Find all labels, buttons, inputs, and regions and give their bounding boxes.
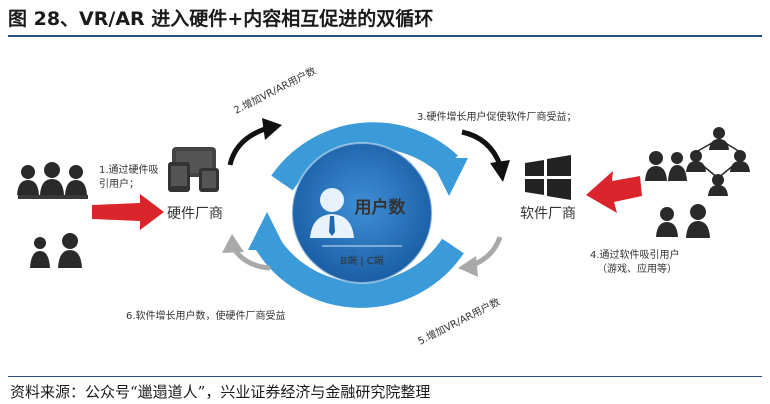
step-1-line-2: 引用户； xyxy=(99,177,139,190)
hardware-label: 硬件厂商 xyxy=(167,206,223,222)
center-users-circle xyxy=(291,142,433,284)
black-arrowhead-top-left xyxy=(262,118,282,140)
step-3-label: 3.硬件增长用户促使软件厂商受益； xyxy=(417,110,577,123)
grey-arrowhead-bottom-left xyxy=(222,234,244,253)
step-5-label: 5.增加VR/AR用户数 xyxy=(415,295,502,348)
source-note: 资料来源：公众号“邋遢道人”，兴业证券经济与金融研究院整理 xyxy=(10,383,431,401)
black-arrow-top-left xyxy=(227,125,269,166)
user-icon xyxy=(310,188,354,238)
source-divider xyxy=(8,376,762,377)
software-label: 软件厂商 xyxy=(520,206,576,222)
ring-arrowhead-right xyxy=(430,158,468,196)
center-sub-label: B端 | C端 xyxy=(340,254,384,267)
black-arrow-top-right xyxy=(461,129,503,166)
title-divider xyxy=(8,35,762,37)
ring-arrowhead-left xyxy=(248,212,286,250)
red-arrow-right xyxy=(586,171,642,213)
step-4-line-1: 4.通过软件吸引用户 xyxy=(590,248,680,261)
step-6-label: 6.软件增长用户数，使硬件厂商受益 xyxy=(126,309,286,322)
cycle-ring xyxy=(248,122,468,308)
black-arrowhead-top-right xyxy=(490,160,510,182)
windows-logo-icon xyxy=(525,155,571,200)
step-2-label: 2.增加VR/AR用户数 xyxy=(231,64,318,117)
step-4-line-2: （游戏、应用等） xyxy=(597,262,677,275)
center-label: 用户数 xyxy=(355,197,407,218)
figure-title: 图 28、VR/AR 进入硬件+内容相互促进的双循环 xyxy=(8,8,434,30)
grey-arrowhead-bottom-right xyxy=(458,256,478,277)
left-user-group-icon xyxy=(17,162,88,268)
devices-icon xyxy=(168,147,219,192)
right-user-network-icon xyxy=(645,127,750,238)
red-arrow-left xyxy=(92,194,164,230)
step-1-line-1: 1.通过硬件吸 xyxy=(99,163,159,176)
